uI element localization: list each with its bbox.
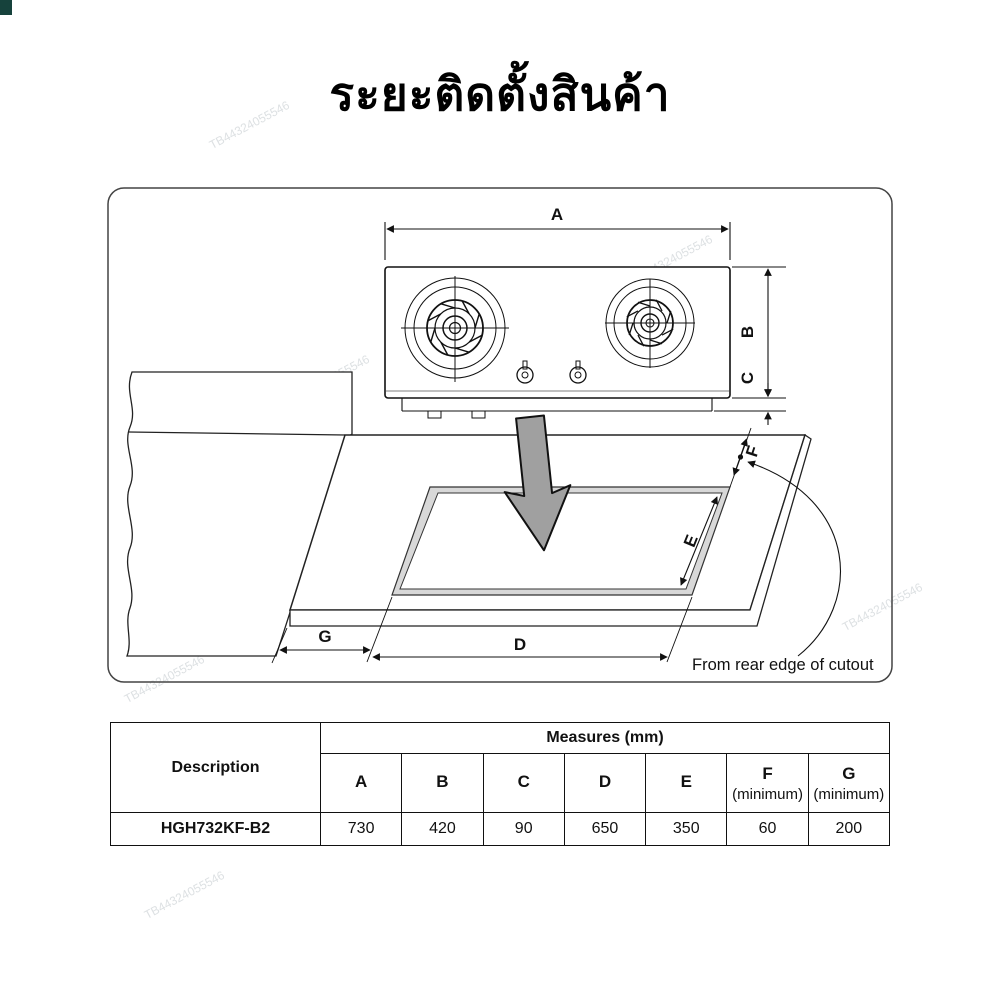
dim-label-a: A [551, 205, 563, 224]
measures-table: Description Measures (mm) A B C D E F (mi… [110, 722, 891, 846]
hob-outline [384, 266, 731, 399]
table-col-e: E [645, 753, 728, 813]
table-col-g: G (minimum) [807, 753, 891, 813]
dim-label-g: G [318, 627, 331, 646]
dim-label-d: D [514, 635, 526, 654]
col-label: C [517, 772, 530, 791]
table-header-measures: Measures (mm) [320, 722, 890, 754]
table-col-d: D [563, 753, 647, 813]
col-sub: (minimum) [732, 785, 803, 803]
installation-diagram: A B C D E F G From rear edge of cutout [107, 187, 893, 683]
value-e: 350 [645, 812, 728, 846]
burner-right [605, 278, 695, 368]
diagram-border [107, 187, 893, 683]
burner-left [401, 276, 509, 382]
dim-label-b: B [738, 326, 757, 338]
control-knob-right [569, 360, 587, 384]
dimension-lines [271, 222, 841, 664]
table-col-c: C [482, 753, 565, 813]
col-sub: (minimum) [813, 785, 885, 803]
value-d: 650 [563, 812, 647, 846]
table-header-description: Description [110, 722, 321, 813]
col-label: A [355, 772, 368, 791]
page-title: ระยะติดตั้งสินค้า [329, 67, 671, 121]
table-col-b: B [401, 753, 484, 813]
model-name: HGH732KF-B2 [110, 812, 321, 846]
watermark-text: TB44324055546 [141, 867, 227, 923]
table-col-a: A [319, 753, 403, 813]
dim-label-c: C [738, 372, 757, 384]
insertion-arrow [503, 414, 572, 552]
value-a: 730 [319, 812, 403, 846]
corner-artifact [0, 0, 12, 15]
value-g: 200 [807, 812, 891, 846]
control-knob-left [516, 360, 534, 384]
col-label: E [680, 772, 692, 791]
table-row: HGH732KF-B2 730 420 90 650 350 60 200 [110, 812, 891, 846]
col-label: F [762, 763, 773, 783]
gas-hob [384, 266, 731, 419]
value-b: 420 [401, 812, 484, 846]
worktop-cutout [391, 486, 731, 596]
value-c: 90 [482, 812, 565, 846]
table-col-f: F (minimum) [726, 753, 809, 813]
col-label: B [436, 772, 449, 791]
col-label: G [842, 763, 856, 783]
cabinet-section [126, 371, 353, 657]
col-label: D [598, 772, 612, 791]
cutout-note: From rear edge of cutout [692, 656, 874, 674]
value-f: 60 [726, 812, 809, 846]
